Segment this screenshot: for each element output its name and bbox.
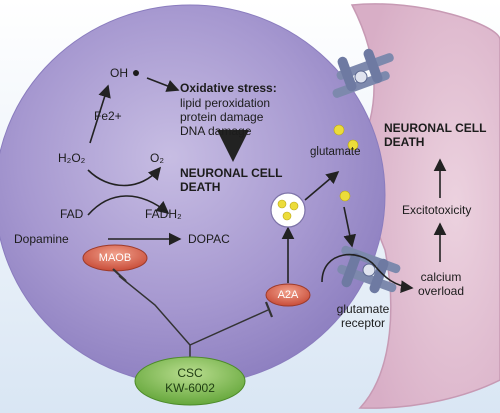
calcium-overload-label: calcium xyxy=(420,270,462,284)
vesicle-glutamate xyxy=(282,211,292,221)
calcium-overload-label: overload xyxy=(417,284,465,298)
glutamate-molecule xyxy=(347,139,359,151)
fadh2-label: FADH₂ xyxy=(145,207,182,221)
hydroxyl-label: OH ● xyxy=(110,64,141,80)
a2a-inhibition-bar xyxy=(264,301,274,318)
h2o2-to-oh-arrow xyxy=(89,84,111,144)
neuronal-death-label-left: DEATH xyxy=(180,180,221,194)
fad-label: FAD xyxy=(60,207,84,221)
redox-cycle-arrow-right xyxy=(87,195,170,216)
glutamate-receptor-top xyxy=(332,48,394,98)
glutamate-molecule xyxy=(339,190,351,202)
o2-label: O₂ xyxy=(150,151,164,165)
neuronal-death-label-right: NEURONAL CELL xyxy=(384,121,487,135)
dopamine-label: Dopamine xyxy=(14,232,69,246)
maob-inhibition-bar xyxy=(112,268,127,282)
receptor-to-calcium-arrow xyxy=(321,253,414,294)
vesicle-glutamate xyxy=(277,199,287,209)
excitotoxicity-label: Excitotoxicity xyxy=(402,203,472,217)
a2a-label: A2A xyxy=(277,289,299,301)
postsynaptic-neuron xyxy=(350,3,500,409)
oxidative-stress-title: Oxidative stress: xyxy=(180,81,277,95)
glutamate-receptor-label: receptor xyxy=(340,316,386,330)
a2a-receptor xyxy=(265,283,311,307)
redox-cycle-arrow-left xyxy=(87,166,162,187)
iron-label: Fe2+ xyxy=(94,109,122,123)
oxidative-stress-item: lipid peroxidation xyxy=(180,96,271,110)
release-arrow xyxy=(304,170,340,201)
glutamate-to-receptor-arrow xyxy=(343,206,357,248)
glutamate-label: glutamate xyxy=(310,146,361,158)
oxidative-stress-item: DNA damage xyxy=(180,124,252,138)
oh-to-stress-arrow xyxy=(146,77,180,92)
glutamate-receptor-bottom xyxy=(337,245,401,294)
glutamate-receptor-label: glutamate xyxy=(336,302,390,316)
dopac-label: DOPAC xyxy=(188,232,230,246)
vesicle-glutamate xyxy=(289,201,299,211)
drug-name: CSC xyxy=(177,366,203,380)
drug-pill xyxy=(134,356,246,406)
glutamate-molecule xyxy=(333,124,345,136)
oxidative-stress-item: protein damage xyxy=(180,110,264,124)
neuronal-death-label-right: DEATH xyxy=(384,135,425,149)
drug-name: KW-6002 xyxy=(165,381,215,395)
h2o2-label: H₂O₂ xyxy=(58,151,86,165)
synaptic-vesicle xyxy=(270,192,306,228)
a2a-inhibition-line xyxy=(189,309,269,346)
maob-label: MAOB xyxy=(98,252,132,264)
neuronal-death-label-left: NEURONAL CELL xyxy=(180,166,283,180)
